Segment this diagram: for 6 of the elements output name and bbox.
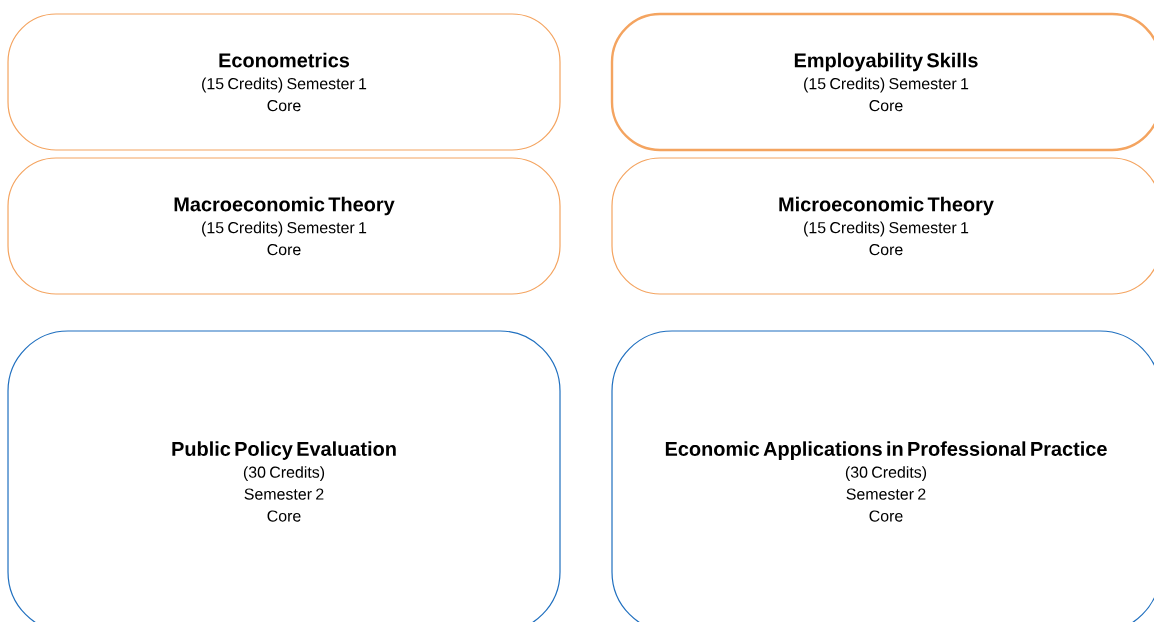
module-box: Econometrics (15 Credits) Semester 1 Core <box>7 13 561 151</box>
module-box: Macroeconomic Theory (15 Credits) Semester 1 Core <box>7 157 561 295</box>
module-box: Public Policy Evaluation (30 Credits) Semester 2 Core <box>7 330 561 622</box>
module-box: Employability Skills (15 Credits) Semester 1 Core <box>610 12 1154 152</box>
module-box: Economic Applications in Professional Practice (30 Credits) Semester 2 Core <box>611 330 1154 622</box>
module-box: Microeconomic Theory (15 Credits) Semester 1 Core <box>611 157 1154 295</box>
